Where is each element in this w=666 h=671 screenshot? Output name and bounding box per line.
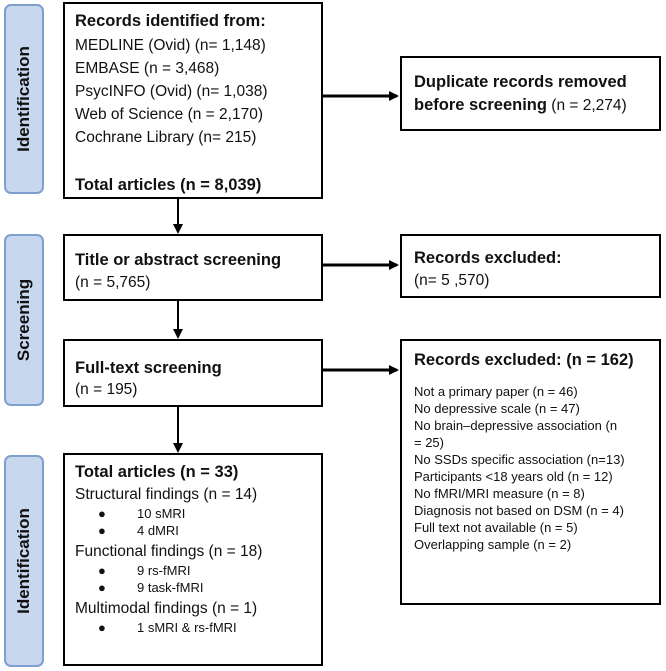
fulltext-count: (n = 195)	[75, 381, 138, 398]
phase-bar-identification: Identification	[4, 4, 44, 194]
excluded-1-title: Records excluded:	[414, 249, 562, 267]
functional-findings: Functional findings (n = 18)	[75, 543, 263, 560]
exclusion-reason: No brain–depressive association (n	[414, 418, 618, 433]
phase-bar-screening: Screening	[4, 234, 44, 406]
included-total: Total articles (n = 33)	[75, 463, 239, 481]
functional-item: 9 task-fMRI	[137, 580, 204, 595]
exclusion-reason: No fMRI/MRI measure (n = 8)	[414, 486, 585, 501]
bullet-icon: ●	[98, 620, 106, 635]
exclusion-reason: Diagnosis not based on DSM (n = 4)	[414, 503, 624, 518]
exclusion-reason: No depressive scale (n = 47)	[414, 401, 580, 416]
records-excluded-box-1: Records excluded: (n= 5 ,570)	[400, 234, 661, 298]
bullet-icon: ●	[98, 563, 106, 578]
bullet-icon: ●	[98, 523, 106, 538]
exclusion-reason: Full text not available (n = 5)	[414, 520, 578, 535]
multimodal-item: 1 sMRI & rs-fMRI	[137, 620, 237, 635]
duplicates-title-line2-text: before screening	[414, 96, 547, 114]
excluded-1-count: (n= 5 ,570)	[414, 272, 490, 289]
duplicates-removed-box: Duplicate records removed before screeni…	[400, 56, 661, 131]
structural-findings: Structural findings (n = 14)	[75, 486, 258, 503]
duplicates-title-line2: before screening (n = 2,274)	[414, 96, 627, 115]
included-studies-box: Total articles (n = 33) Structural findi…	[63, 453, 323, 666]
duplicates-title-line1: Duplicate records removed	[414, 73, 627, 91]
phase-bar-included: Identification	[4, 455, 44, 667]
title-abstract-screening-box: Title or abstract screening (n = 5,765)	[63, 234, 323, 301]
fulltext-title: Full-text screening	[75, 359, 222, 377]
structural-item: 10 sMRI	[137, 506, 186, 521]
exclusion-reason: No SSDs specific association (n=13)	[414, 452, 625, 467]
duplicates-count: (n = 2,274)	[551, 97, 627, 114]
exclusion-reason: Participants <18 years old (n = 12)	[414, 469, 613, 484]
total-articles-identified: Total articles (n = 8,039)	[75, 176, 262, 194]
source-psycinfo: PsycINFO (Ovid) (n= 1,038)	[75, 83, 268, 100]
exclusion-reason: = 25)	[414, 435, 444, 450]
exclusion-reason: Not a primary paper (n = 46)	[414, 384, 578, 399]
title-screening-title: Title or abstract screening	[75, 251, 282, 269]
source-medline: MEDLINE (Ovid) (n= 1,148)	[75, 37, 266, 54]
records-identified-title: Records identified from:	[75, 12, 266, 30]
bullet-icon: ●	[98, 580, 106, 595]
source-cochrane: Cochrane Library (n= 215)	[75, 129, 257, 146]
bullet-icon: ●	[98, 506, 106, 521]
title-screening-count: (n = 5,765)	[75, 274, 151, 291]
functional-item: 9 rs-fMRI	[137, 563, 191, 578]
source-web-of-science: Web of Science (n = 2,170)	[75, 106, 263, 123]
full-text-screening-box: Full-text screening (n = 195)	[63, 339, 323, 407]
exclusion-reason: Overlapping sample (n = 2)	[414, 537, 572, 552]
records-excluded-box-2: Records excluded: (n = 162) Not a primar…	[400, 339, 661, 605]
excluded-2-title: Records excluded: (n = 162)	[414, 351, 634, 369]
records-identified-box: Records identified from: MEDLINE (Ovid) …	[63, 2, 323, 199]
multimodal-findings: Multimodal findings (n = 1)	[75, 600, 258, 617]
source-embase: EMBASE (n = 3,468)	[75, 60, 220, 77]
structural-item: 4 dMRI	[137, 523, 179, 538]
